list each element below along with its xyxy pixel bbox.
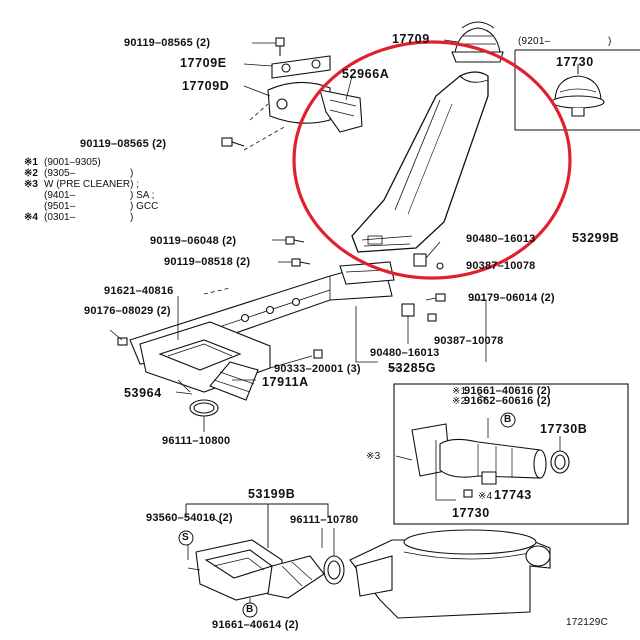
label-90480-16013-b[interactable]: 90480–16013 xyxy=(370,347,440,359)
label-17709[interactable]: 17709 xyxy=(392,32,430,46)
air-cleaner-housing xyxy=(349,529,551,619)
legend-row-4: (9401–) SA ; xyxy=(44,190,155,201)
legend-row-1: ※1(9001–9305) xyxy=(24,157,101,168)
label-53964[interactable]: 53964 xyxy=(124,386,162,400)
mark-3: ※3 xyxy=(366,451,381,462)
circle-marker-s xyxy=(178,530,194,546)
bolt-90176-08029 xyxy=(117,337,128,346)
label-91661-40614[interactable]: 91661–40614 (2) xyxy=(212,619,299,631)
label-91661-40616[interactable]: 91661–40616 (2) xyxy=(464,385,551,397)
circle-marker-b-box xyxy=(500,412,516,428)
mark-2: ※2 xyxy=(452,396,467,407)
label-90119-08565-a[interactable]: 90119–08565 (2) xyxy=(124,37,211,49)
label-17730[interactable]: 17730 xyxy=(556,55,594,69)
label-93560-54010[interactable]: 93560–54010 (2) xyxy=(146,512,233,524)
label-96111-10780[interactable]: 96111–10780 xyxy=(290,514,359,526)
label-91662-60616[interactable]: 91662–60616 (2) xyxy=(464,395,551,407)
leader-53199B xyxy=(185,503,329,548)
bolt-90119-08565-b xyxy=(221,137,245,147)
label-53199B[interactable]: 53199B xyxy=(248,487,296,501)
highlight-circle xyxy=(292,40,572,280)
label-91621-40816[interactable]: 91621–40816 xyxy=(104,285,174,297)
circle-letter-s: S xyxy=(182,532,189,543)
label-17911A[interactable]: 17911A xyxy=(262,375,309,389)
label-9201: (9201– xyxy=(518,36,551,47)
label-17709D[interactable]: 17709D xyxy=(182,79,230,93)
label-90119-06048[interactable]: 90119–06048 (2) xyxy=(150,235,237,247)
bracket-assembly-17709 xyxy=(267,55,363,133)
legend-row-5: (9501–) GCC xyxy=(44,201,159,212)
label-9201-close: ) xyxy=(608,36,612,47)
label-17730-box[interactable]: 17730 xyxy=(452,506,490,520)
bolt-90119-08518 xyxy=(291,258,311,267)
label-90119-08518[interactable]: 90119–08518 (2) xyxy=(164,256,251,268)
hose-lower xyxy=(267,555,325,599)
label-17709E[interactable]: 17709E xyxy=(180,56,227,70)
bolt-90119-06048 xyxy=(285,236,305,245)
diagram-reference-code: 172129C xyxy=(566,617,608,628)
snorkel-tube xyxy=(351,71,489,253)
legend-row-2: ※2(9305–) xyxy=(24,168,134,179)
circle-letter-b-bottom: B xyxy=(246,604,254,615)
label-90176-08029[interactable]: 90176–08029 (2) xyxy=(84,305,171,317)
label-17743[interactable]: 17743 xyxy=(494,488,532,502)
label-96111-10800[interactable]: 96111–10800 xyxy=(162,435,231,447)
label-90480-16013-a[interactable]: 90480–16013 xyxy=(466,233,536,245)
mark-4: ※4 xyxy=(478,491,493,502)
clamp-96111-10780 xyxy=(323,555,345,585)
pre-cleaner-box xyxy=(393,383,629,525)
screw-17743-area xyxy=(463,489,473,498)
clip-90333-20001 xyxy=(313,349,323,359)
nut-90387-10078-a xyxy=(436,262,444,270)
mark-1: ※1 xyxy=(452,386,467,397)
pre-cleaner-assembly xyxy=(411,423,547,485)
clamp-96111-10800 xyxy=(189,399,219,417)
label-53285G[interactable]: 53285G xyxy=(388,361,437,375)
inset-box-17730 xyxy=(514,49,640,131)
nut-90179-06014 xyxy=(435,293,446,302)
pre-cleaner-dome-17730 xyxy=(551,75,605,117)
label-90119-08565-b[interactable]: 90119–08565 (2) xyxy=(80,138,167,150)
label-53299B[interactable]: 53299B xyxy=(572,231,620,245)
label-90387-10078-b[interactable]: 90387–10078 xyxy=(434,335,504,347)
circle-marker-b-bottom xyxy=(242,602,258,618)
label-52966A[interactable]: 52966A xyxy=(342,67,390,81)
legend-row-6: ※4(0301–) xyxy=(24,212,134,223)
cap-17730B xyxy=(550,450,570,474)
label-90179-06014[interactable]: 90179–06014 (2) xyxy=(468,292,555,304)
circle-letter-b-box: B xyxy=(504,414,512,425)
nut-90387-10078-b xyxy=(427,313,437,322)
hose-17911A xyxy=(209,361,259,401)
grommet-90480-16013-b xyxy=(401,303,415,317)
label-17730B[interactable]: 17730B xyxy=(540,422,588,436)
grommet-90480-16013-a xyxy=(413,253,427,267)
label-90387-10078-a[interactable]: 90387–10078 xyxy=(466,260,536,272)
label-90333-20001[interactable]: 90333–20001 (3) xyxy=(274,363,361,375)
elbow-duct xyxy=(195,539,283,601)
